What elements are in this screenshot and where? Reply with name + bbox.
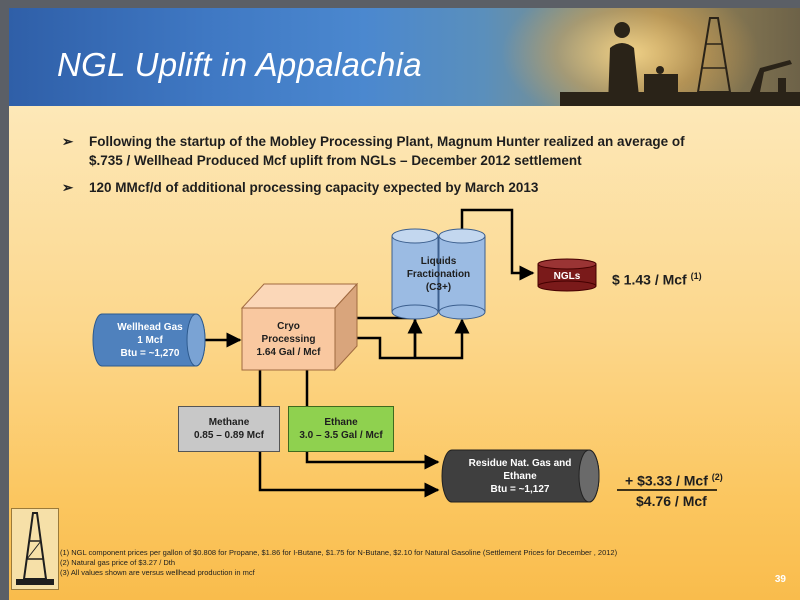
bullet-text-line: Following the startup of the Mobley Proc…: [89, 134, 685, 149]
page-title: NGL Uplift in Appalachia: [57, 46, 422, 83]
bullet-item: ➢ Following the startup of the Mobley Pr…: [62, 132, 769, 170]
ethane-line: 3.0 – 3.5 Gal / Mcf: [299, 430, 383, 441]
arrow-bullet-icon: ➢: [62, 180, 74, 195]
ngl-price: $ 1.43 / Mcf (1): [612, 271, 702, 288]
wellhead-line: Wellhead Gas: [117, 321, 183, 333]
gas-price-value: + $3.33 / Mcf: [625, 472, 708, 489]
footnote: (2) Natural gas price of $3.27 / Dth: [60, 558, 176, 567]
ethane-line: Ethane: [324, 417, 358, 428]
cryo-line: Processing: [261, 333, 316, 345]
cryo-node: [240, 282, 359, 372]
arrow-fractionation-to-ngls: [460, 208, 535, 281]
methane-line: 0.85 – 0.89 Mcf: [193, 430, 265, 441]
arrow-to-residue-ethane: [305, 370, 440, 470]
cryo-line: Cryo: [277, 320, 300, 332]
arrow-cryo-to-fractionation-b: [357, 318, 470, 360]
ngl-price-note: (1): [690, 271, 702, 281]
ethane-box: Ethane 3.0 – 3.5 Gal / Mcf: [288, 406, 394, 452]
fractionation-line: Fractionation: [406, 268, 471, 280]
wellhead-line: Btu = ~1,270: [120, 347, 180, 359]
fractionation-line: Liquids: [420, 255, 457, 267]
total-price: $4.76 / Mcf: [636, 493, 707, 509]
cryo-line: 1.64 Gal / Mcf: [256, 346, 321, 358]
residue-line: Btu = ~1,127: [490, 483, 550, 495]
ngls-text: NGLs: [553, 270, 581, 282]
ngls-node: [537, 258, 597, 292]
methane-line: Methane: [208, 417, 250, 428]
header-banner: NGL Uplift in Appalachia: [9, 8, 800, 106]
footnote: (3) All values shown are versus wellhead…: [60, 568, 255, 577]
gas-price: + $3.33 / Mcf (2): [625, 472, 723, 489]
footnote: (1) NGL component prices per gallon of $…: [60, 548, 618, 557]
fractionation-label: Liquids Fractionation (C3+): [392, 246, 485, 302]
wellhead-label: Wellhead Gas 1 Mcf Btu = ~1,270: [100, 314, 200, 366]
oilfield-silhouette-icon: [560, 17, 800, 106]
bullet-text-line: $.735 / Wellhead Produced Mcf uplift fro…: [89, 153, 582, 168]
ngl-price-value: $ 1.43 / Mcf: [612, 271, 687, 288]
derrick-logo-icon: [16, 512, 54, 585]
arrow-bullet-icon: ➢: [62, 134, 74, 149]
bullet-text-line: 120 MMcf/d of additional processing capa…: [89, 180, 539, 195]
methane-box: Methane 0.85 – 0.89 Mcf: [178, 406, 280, 452]
wellhead-line: 1 Mcf: [137, 334, 163, 346]
company-logo: [11, 508, 59, 590]
residue-label: Residue Nat. Gas and Ethane Btu = ~1,127: [450, 452, 590, 500]
residue-line: Residue Nat. Gas and: [468, 457, 572, 469]
page-number: 39: [774, 574, 786, 585]
total-price-value: $4.76 / Mcf: [636, 493, 707, 509]
ngls-label: NGLs: [538, 266, 596, 286]
residue-line: Ethane: [503, 470, 537, 482]
fractionation-line: (C3+): [425, 281, 452, 293]
footnotes: (1) NGL component prices per gallon of $…: [60, 548, 617, 578]
fractionation-node: [391, 228, 486, 320]
cryo-label: Cryo Processing 1.64 Gal / Mcf: [242, 308, 335, 370]
residue-node: [441, 449, 600, 503]
gas-price-note: (2): [711, 472, 723, 482]
wellhead-node: [92, 313, 206, 367]
bullet-item: ➢ 120 MMcf/d of additional processing ca…: [62, 178, 769, 197]
